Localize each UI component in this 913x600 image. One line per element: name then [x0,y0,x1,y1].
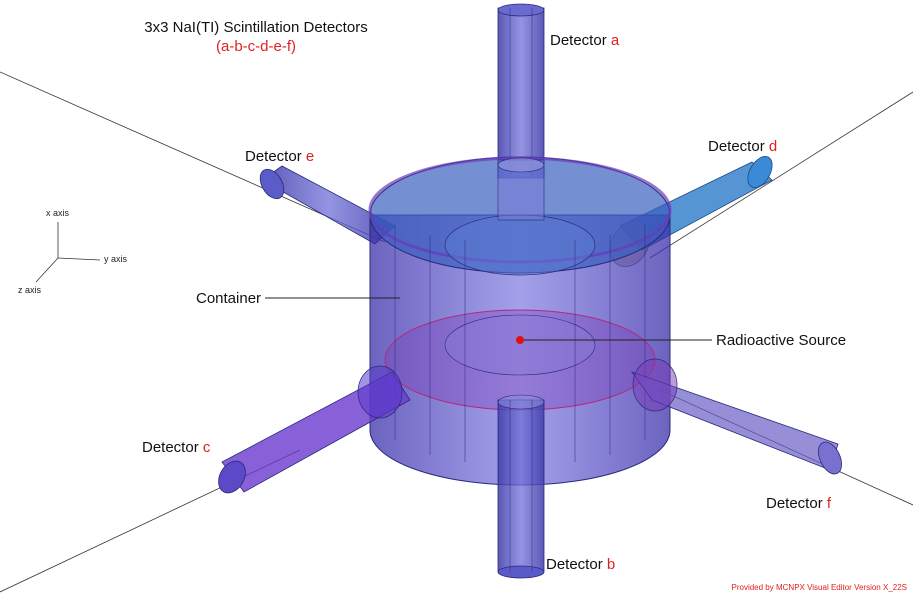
detector-b-label: Detector b [546,557,615,572]
container-cylinder [368,156,672,486]
x-axis-label: x axis [46,208,70,218]
title-line-2: (a-b-c-d-e-f) [215,38,296,55]
detector-e-prefix: Detector [245,148,306,165]
leader-lines [265,297,712,341]
y-axis-label: y axis [104,254,128,264]
detector-f-label: Detector f [766,496,831,511]
detector-d-prefix: Detector [708,138,769,155]
z-axis-label: z axis [18,285,42,295]
detector-f-arm [630,358,842,475]
title-line-1: 3x3 NaI(TI) Scintillation Detectors [144,19,368,36]
detector-a-label: Detector a [550,33,619,48]
detector-b-letter: b [606,556,616,573]
container-label: Container [196,290,262,307]
detector-c-arm [218,365,411,494]
detector-a-letter: a [610,32,620,49]
axis-triad [35,222,101,283]
detector-a-inner [497,157,545,221]
credit-note: Provided by MCNPX Visual Editor Version … [731,583,908,592]
radioactive-source-label: Radioactive Source [716,332,847,349]
detector-e-label: Detector e [245,149,314,164]
detector-a-prefix: Detector [550,32,611,49]
diagram-title: 3x3 NaI(TI) Scintillation Detectors (a-b… [0,18,512,56]
detector-c-prefix: Detector [142,439,203,456]
detector-e-letter: e [305,148,315,165]
detector-d-letter: d [768,138,778,155]
detector-d-label: Detector d [708,139,777,154]
detector-c-letter: c [202,439,211,456]
detector-a-arm [497,3,545,179]
detector-f-letter: f [826,495,832,512]
radioactive-source-dot [516,336,524,344]
detector-f-prefix: Detector [766,495,827,512]
detector-b-prefix: Detector [546,556,607,573]
detector-b-arm [497,394,545,579]
detector-c-label: Detector c [142,440,210,455]
